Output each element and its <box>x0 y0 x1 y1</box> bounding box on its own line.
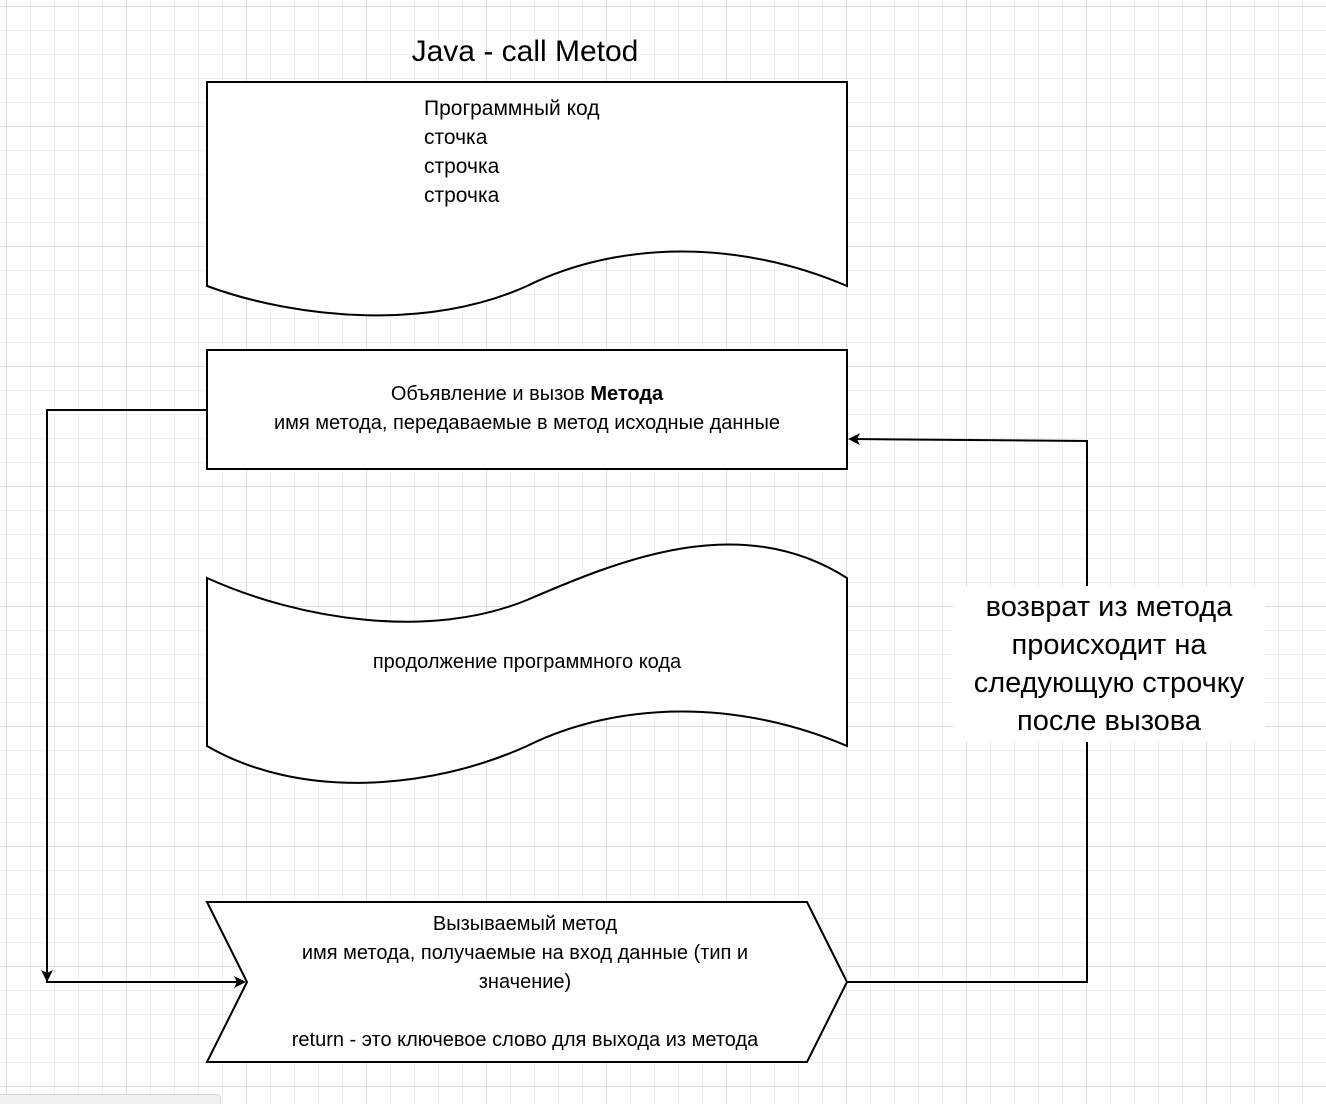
code-line: строчка <box>424 155 500 178</box>
continuation-tape-shape[interactable] <box>206 543 848 784</box>
return-label-line: возврат из метода <box>985 591 1233 623</box>
continuation-text: продолжение программного кода <box>372 651 682 673</box>
return-label-line: следующую строчку <box>973 667 1245 699</box>
return-connector-label: возврат из метода происходит на следующу… <box>953 586 1265 742</box>
called-method-step-shape[interactable] <box>205 901 849 1063</box>
method-call-bold: Метода <box>590 383 664 405</box>
code-document-text: Программный код сточка строчка строчка <box>424 94 600 210</box>
code-document-shape[interactable] <box>206 81 848 317</box>
horizontal-scrollbar[interactable] <box>0 1094 221 1104</box>
return-label-line: происходит на <box>1011 629 1207 661</box>
code-line: Программный код <box>424 97 600 120</box>
code-line: сточка <box>424 126 488 149</box>
called-method-params-cont: значение) <box>478 971 572 993</box>
called-method-return-note: return - это ключевое слово для выхода и… <box>291 1029 759 1051</box>
return-label-line: после вызова <box>1017 705 1201 737</box>
called-method-text: Вызываемый метод имя метода, получаемые … <box>230 910 820 1055</box>
call-connector[interactable] <box>46 409 246 988</box>
method-call-heading: Объявление и вызов Метода <box>207 380 847 409</box>
method-call-text: Объявление и вызов Метода имя метода, пе… <box>207 380 847 438</box>
called-method-title: Вызываемый метод <box>432 913 618 935</box>
diagram-title: Java - call Metod <box>411 35 639 68</box>
method-call-description: имя метода, передаваемые в метод исходны… <box>273 412 781 434</box>
method-call-prefix: Объявление и вызов <box>390 383 591 405</box>
spacer <box>230 997 820 1026</box>
called-method-params: имя метода, получаемые на вход данные (т… <box>301 942 749 964</box>
code-line: строчка <box>424 184 500 207</box>
